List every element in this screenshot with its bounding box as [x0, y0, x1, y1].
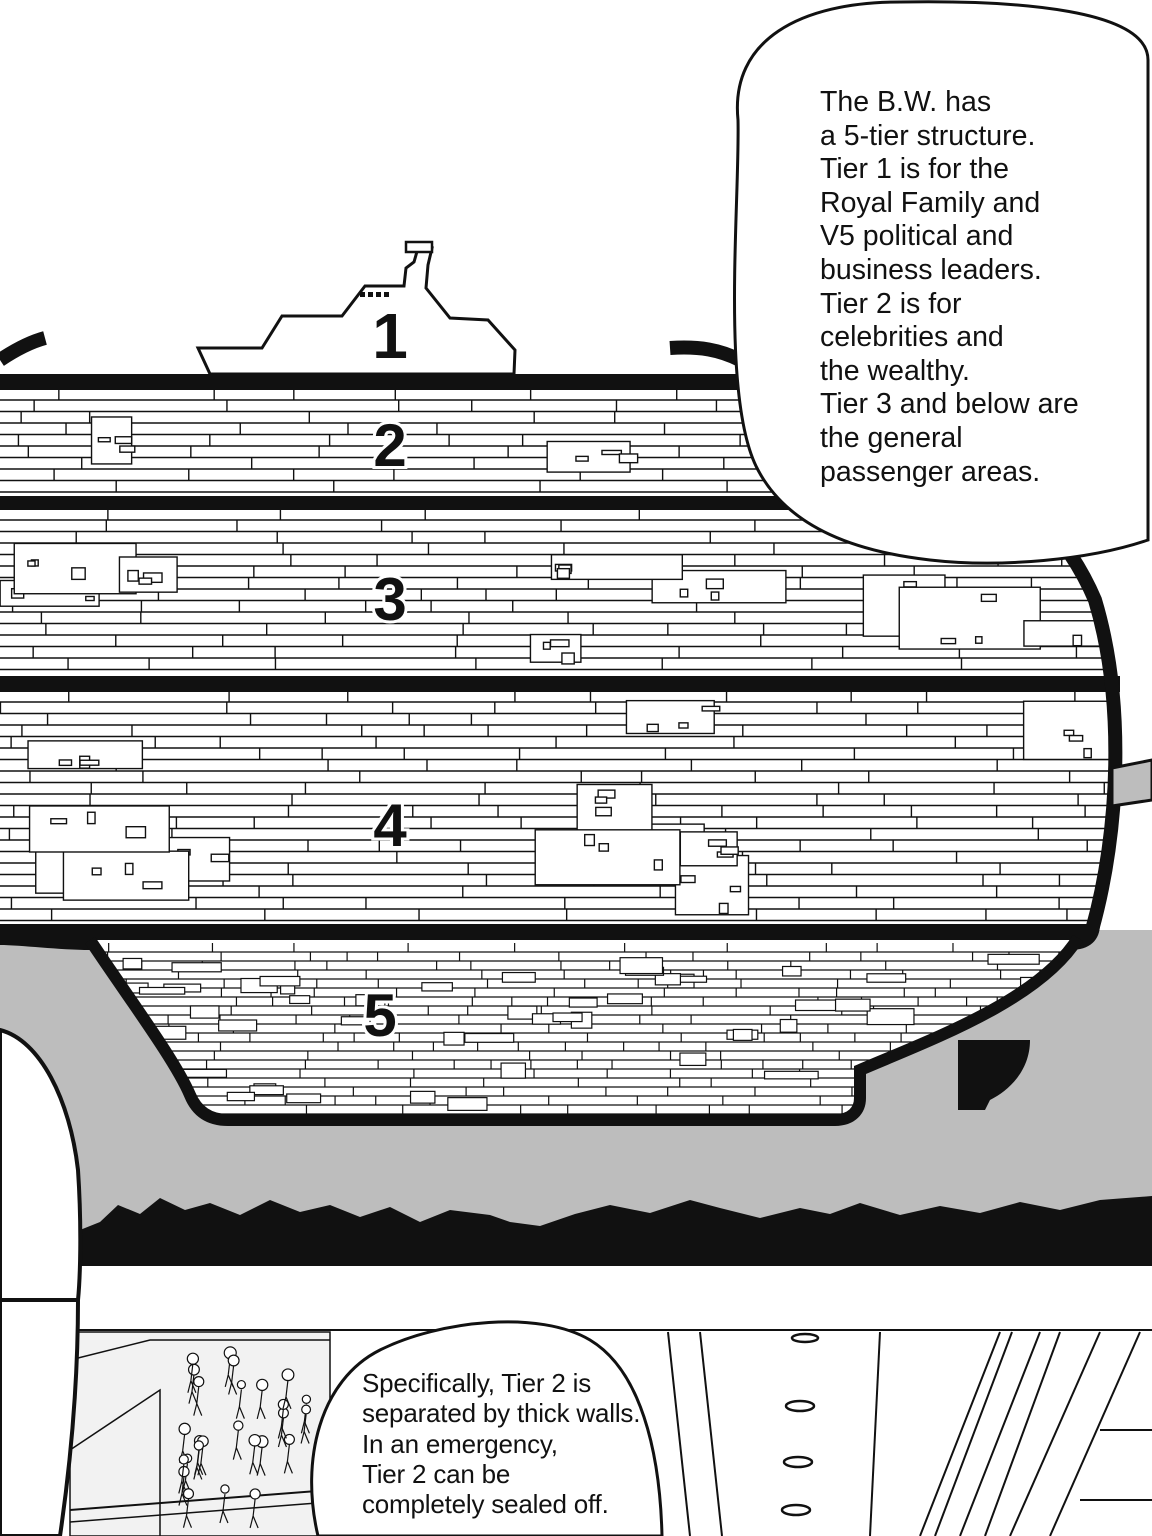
- ship-cross-section-illustration: 1 2 3 4 5: [0, 0, 1152, 1300]
- bubble-bottom-line: In an emergency,: [362, 1428, 558, 1459]
- bubble-bottom-line: Tier 2 can be: [362, 1458, 511, 1489]
- tier5-hull-outline: [85, 934, 1084, 1126]
- corridor-scene-illustration: [0, 1300, 1152, 1536]
- tier-label-4: 4: [373, 792, 407, 859]
- bubble-top-line: celebrities and: [820, 321, 1004, 354]
- mountain-silhouette: [80, 1196, 1152, 1262]
- tier-label-1: 1: [372, 300, 408, 372]
- bubble-top-line: passenger areas.: [820, 455, 1041, 488]
- bubble-top-line: business leaders.: [820, 253, 1042, 286]
- ceiling-lines: [667, 1331, 1152, 1536]
- ship-cross-section-panel: 1 2 3 4 5 The B.W. has a 5-tier structur…: [0, 0, 1152, 1300]
- speech-bubble-top-text: The B.W. has a 5-tier structure. Tier 1 …: [820, 86, 1079, 489]
- speech-bubble-bottom: [310, 1320, 664, 1536]
- speech-bubble-bottom-text: Specifically, Tier 2 is separated by thi…: [362, 1368, 640, 1519]
- crowd-area: [69, 1331, 331, 1536]
- speech-bubble-top: [733, 0, 1150, 565]
- tier1-superstructure: [195, 246, 517, 376]
- ceiling-lights: [780, 1332, 820, 1517]
- bubble-top-line: Tier 1 is for the: [820, 153, 1010, 186]
- tier-label-2: 2: [373, 412, 406, 479]
- bubble-bottom-line: Specifically, Tier 2 is: [362, 1368, 591, 1398]
- corridor-scene-panel: Specifically, Tier 2 is separated by thi…: [0, 1300, 1152, 1536]
- bubble-bottom-line: completely sealed off.: [362, 1489, 609, 1520]
- bubble-top-line: a 5-tier structure.: [820, 119, 1036, 152]
- bubble-top-line: V5 political and: [820, 220, 1014, 253]
- tier-label-3: 3: [373, 566, 406, 633]
- bubble-top-line: Tier 2 is for: [820, 287, 962, 320]
- tier-label-5: 5: [363, 982, 396, 1049]
- bubble-top-line: Tier 3 and below are: [820, 388, 1079, 421]
- tier1-deck-beam: [0, 374, 760, 390]
- bubble-top-line: the wealthy.: [820, 354, 970, 387]
- bubble-top-line: the general: [820, 421, 963, 454]
- bubble-top-line: Royal Family and: [820, 186, 1041, 219]
- bubble-bottom-line: separated by thick walls.: [362, 1398, 641, 1429]
- foreground-rock: [0, 1027, 83, 1300]
- bubble-top-line: The B.W. has: [820, 86, 992, 118]
- tier3-deck-beam: [0, 676, 1120, 692]
